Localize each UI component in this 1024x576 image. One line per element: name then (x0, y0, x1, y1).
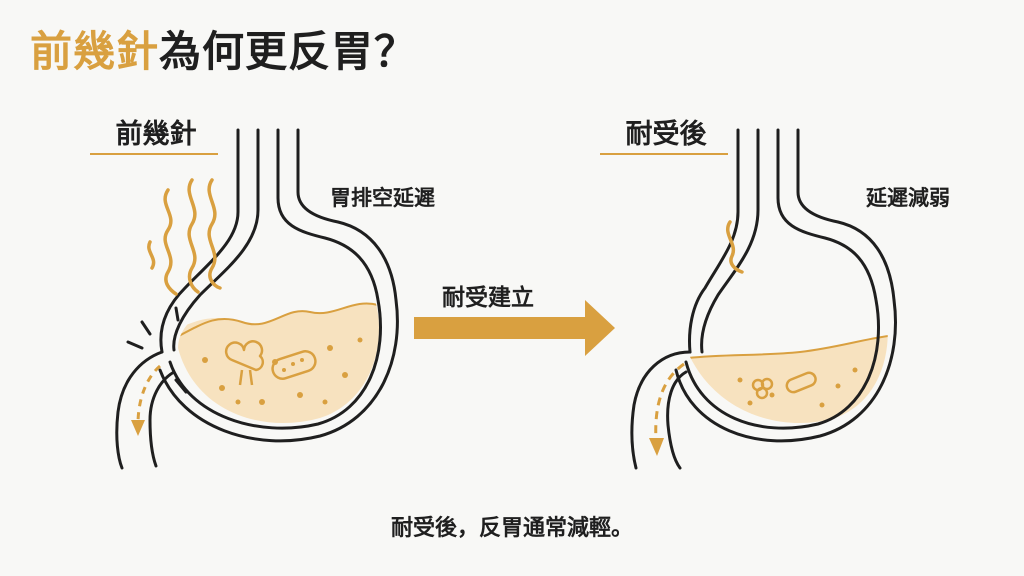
stomach-left (115, 128, 399, 470)
right-side-note: 延遲減弱 (866, 186, 950, 210)
panel-right-underline (600, 153, 728, 155)
caption: 耐受後，反胃通常減輕。 (390, 516, 633, 541)
nausea-wave-icon (147, 178, 222, 296)
panel-left-underline (90, 153, 218, 155)
transition-arrow-icon (414, 300, 615, 356)
title-accent: 前幾針 (30, 27, 160, 76)
pylorus-spasm-icon (126, 306, 188, 394)
flow-arrow-icon (649, 362, 685, 456)
stomach-right (630, 128, 897, 470)
transition-label: 耐受建立 (442, 285, 534, 311)
panel-right-label: 耐受後 (625, 119, 707, 150)
flow-arrow-icon (131, 364, 162, 436)
pill-icon (785, 371, 817, 394)
food-particle-icon (751, 377, 774, 400)
broccoli-icon (224, 340, 265, 386)
title-rest: 為何更反胃？ (159, 27, 418, 76)
stomach-right-contents (686, 335, 888, 424)
page-title: 前幾針為何更反胃？ (30, 18, 417, 79)
panel-left-label: 前幾針 (115, 119, 197, 150)
stomach-left-contents (178, 302, 380, 424)
left-side-note: 胃排空延遲 (330, 186, 435, 210)
food-chunk-icon (271, 350, 317, 380)
nausea-wave-icon (726, 220, 744, 274)
